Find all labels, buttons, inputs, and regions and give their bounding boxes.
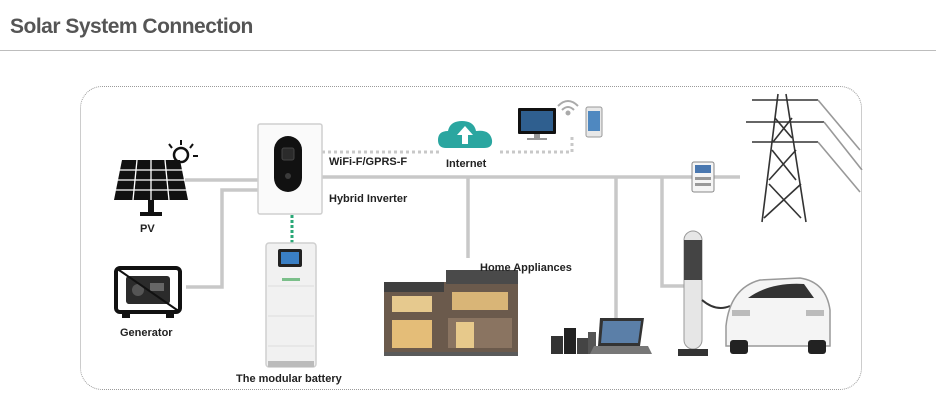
wifi-icon: [557, 100, 579, 116]
inverter-icon: [257, 123, 323, 215]
inverter-label: Hybrid Inverter: [329, 193, 408, 205]
house-icon: [384, 270, 518, 356]
page-title: Solar System Connection: [10, 15, 253, 38]
solar-panel-icon: [114, 159, 188, 216]
cloud-upload-icon: [438, 121, 493, 148]
power-tower-icon: [746, 93, 863, 223]
sun-icon: [168, 140, 198, 164]
battery-icon: [265, 242, 317, 368]
battery-label: The modular battery: [236, 373, 342, 385]
laptop-icon: [590, 318, 652, 354]
appliances-icon: [551, 328, 596, 354]
home-appliances-label: Home Appliances: [480, 262, 572, 274]
monitor-icon: [518, 108, 556, 140]
generator-icon: [114, 266, 182, 318]
internet-label: Internet: [446, 158, 487, 170]
car-icon: [725, 277, 831, 354]
connection-lines: [185, 136, 740, 318]
generator-label: Generator: [120, 327, 173, 339]
internet-line: [500, 136, 574, 154]
charger-drop-line: [660, 177, 686, 288]
wifi-label: WiFi-F/GPRS-F: [329, 156, 408, 168]
generator-line: [186, 188, 258, 289]
title-divider: [0, 50, 936, 51]
phone-icon: [585, 106, 603, 138]
meter-icon: [691, 161, 715, 193]
diagram-frame: [80, 86, 862, 390]
charger-icon: [678, 230, 731, 356]
pv-label: PV: [140, 223, 155, 235]
